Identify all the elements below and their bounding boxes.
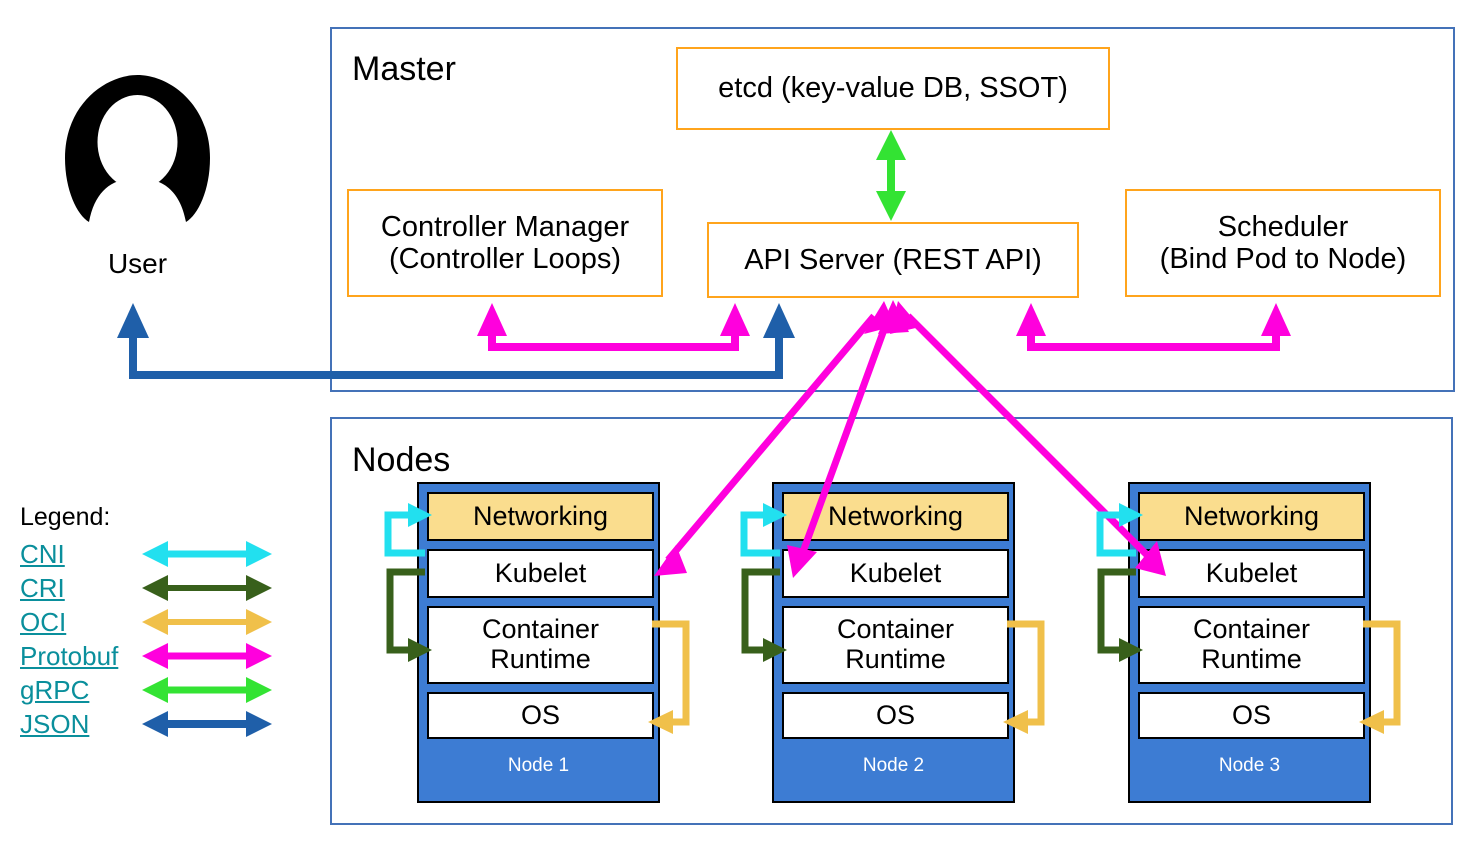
- user-actor: [60, 70, 215, 230]
- api-server-label: API Server (REST API): [744, 243, 1042, 276]
- scheduler-box[interactable]: Scheduler (Bind Pod to Node): [1125, 189, 1441, 297]
- node-1-kubelet[interactable]: Kubelet: [427, 549, 654, 598]
- node-3-kubelet-label: Kubelet: [1205, 557, 1298, 588]
- legend-row-cri[interactable]: CRI: [20, 573, 290, 607]
- node-3-os[interactable]: OS: [1138, 692, 1365, 739]
- node-2-label: Node 2: [862, 755, 925, 776]
- node-1-networking-label: Networking: [472, 500, 609, 531]
- controller-manager-line-2: (Controller Loops): [388, 243, 622, 275]
- legend-arrow-oci: [142, 609, 272, 635]
- node-2-os-label: OS: [875, 699, 915, 730]
- legend-arrow-protobuf: [142, 643, 272, 669]
- node-2-kubelet[interactable]: Kubelet: [782, 549, 1009, 598]
- legend-arrow-cri: [142, 575, 272, 601]
- node-2-kubelet-label: Kubelet: [849, 557, 942, 588]
- legend-arrow-cni: [142, 541, 272, 567]
- node-3-container-runtime-line-1: Container: [1192, 614, 1311, 645]
- node-2-container-runtime[interactable]: Container Runtime: [782, 606, 1009, 684]
- node-1-os[interactable]: OS: [427, 692, 654, 739]
- scheduler-line-1: Scheduler: [1217, 210, 1349, 243]
- node-3-os-label: OS: [1231, 699, 1271, 730]
- controller-manager-line-1: Controller Manager: [380, 210, 630, 243]
- node-1-os-label: OS: [520, 699, 560, 730]
- legend-label-grpc: gRPC: [20, 675, 90, 705]
- nodes-group-title: Nodes: [352, 441, 451, 479]
- node-card-2[interactable]: Networking Kubelet Container Runtime OS …: [772, 482, 1015, 803]
- node-3-networking[interactable]: Networking: [1138, 492, 1365, 541]
- master-group-title: Master: [352, 50, 456, 88]
- legend-label-cri: CRI: [20, 573, 65, 603]
- node-1-container-runtime-line-2: Runtime: [490, 644, 591, 674]
- node-card-3[interactable]: Networking Kubelet Container Runtime OS …: [1128, 482, 1371, 803]
- etcd-box[interactable]: etcd (key-value DB, SSOT): [676, 47, 1110, 130]
- user-label: User: [107, 248, 168, 279]
- master-group: [330, 27, 1455, 392]
- node-card-1[interactable]: Networking Kubelet Container Runtime OS …: [417, 482, 660, 803]
- legend-arrow-grpc: [142, 677, 272, 703]
- node-2-networking-label: Networking: [827, 500, 964, 531]
- node-3-container-runtime-line-2: Runtime: [1201, 644, 1302, 674]
- controller-manager-box[interactable]: Controller Manager (Controller Loops): [347, 189, 663, 297]
- node-2-container-runtime-line-1: Container: [836, 614, 955, 645]
- legend-row-protobuf[interactable]: Protobuf: [20, 641, 290, 675]
- legend-row-json[interactable]: JSON: [20, 709, 290, 743]
- legend: Legend: CNI CRI OCI: [20, 505, 290, 740]
- legend-label-cni: CNI: [20, 539, 65, 569]
- etcd-label: etcd (key-value DB, SSOT): [718, 72, 1068, 105]
- api-server-box[interactable]: API Server (REST API): [707, 222, 1079, 298]
- node-1-label: Node 1: [507, 755, 570, 776]
- node-2-container-runtime-line-2: Runtime: [845, 644, 946, 674]
- scheduler-line-2: (Bind Pod to Node): [1159, 243, 1407, 275]
- legend-label-oci: OCI: [20, 607, 67, 637]
- legend-row-oci[interactable]: OCI: [20, 607, 290, 641]
- legend-row-cni[interactable]: CNI: [20, 539, 290, 573]
- node-2-os[interactable]: OS: [782, 692, 1009, 739]
- legend-row-grpc[interactable]: gRPC: [20, 675, 290, 709]
- node-3-kubelet[interactable]: Kubelet: [1138, 549, 1365, 598]
- node-1-container-runtime-line-1: Container: [481, 614, 600, 645]
- node-1-container-runtime[interactable]: Container Runtime: [427, 606, 654, 684]
- legend-arrow-json: [142, 711, 272, 737]
- legend-label-json: JSON: [20, 709, 90, 739]
- legend-title: Legend:: [20, 503, 111, 531]
- node-1-kubelet-label: Kubelet: [494, 557, 587, 588]
- node-3-networking-label: Networking: [1183, 500, 1320, 531]
- node-1-networking[interactable]: Networking: [427, 492, 654, 541]
- node-3-container-runtime[interactable]: Container Runtime: [1138, 606, 1365, 684]
- node-2-networking[interactable]: Networking: [782, 492, 1009, 541]
- node-3-label: Node 3: [1218, 755, 1281, 776]
- legend-label-protobuf: Protobuf: [20, 641, 119, 671]
- user-avatar-icon: [65, 75, 210, 222]
